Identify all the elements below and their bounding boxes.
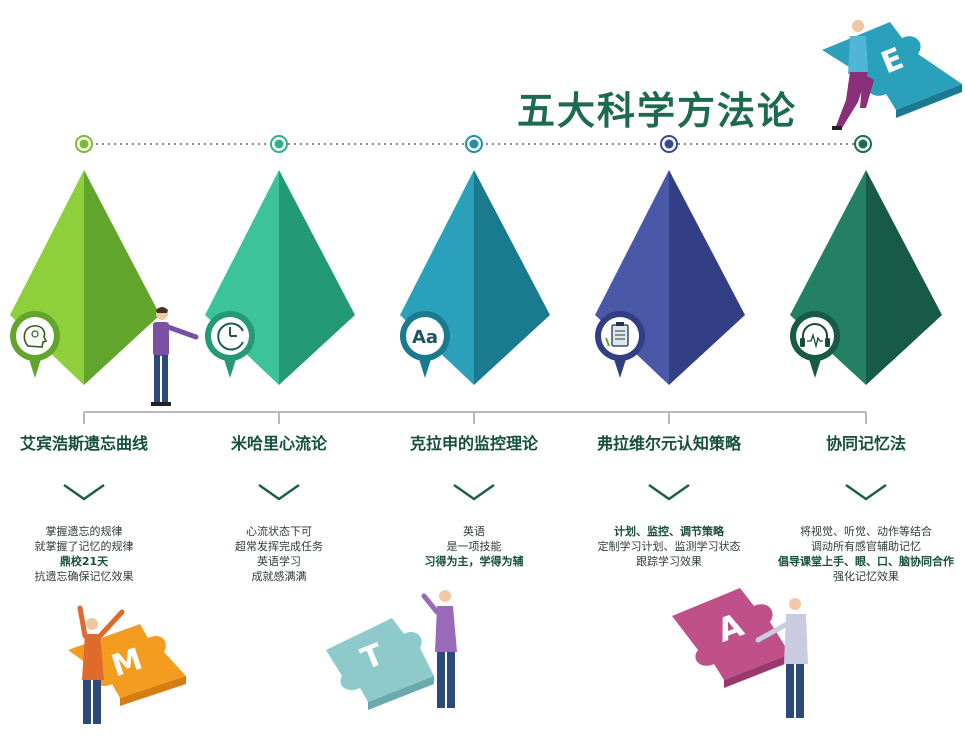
person-pointing-illustration [151,307,199,406]
brain-icon [10,311,60,378]
headphones-icon [790,311,840,378]
description-line-bold: 习得为主，学得为辅 [424,555,524,568]
description-line: 就掌握了记忆的规律 [34,540,134,553]
chevron-down-icon [648,483,690,501]
puzzle-piece-m-illustration: M [68,605,186,724]
method-description-synergy: 将视觉、听觉、动作等结合 调动所有感官辅助记忆 倡导课堂上手、眼、口、脑协同合作… [769,524,963,584]
description-line: 英语 [463,525,485,538]
aa-icon-label: Aa [412,327,438,348]
puzzle-piece-t-illustration: T [326,590,457,710]
method-description-ebbinghaus: 掌握遗忘的规律 就掌握了记忆的规律 鼎校21天 抗遗忘确保记忆效果 [0,524,181,584]
chevron-down-icon [63,483,105,501]
page-title: 五大科学方法论 [517,89,798,133]
timeline-dot-5 [854,135,872,153]
method-description-krashen: 英语 是一项技能 习得为主，学得为辅 [377,524,571,569]
method-description-flow: 心流状态下可 超常发挥完成任务 英语学习 成就感满满 [182,524,376,584]
puzzle-piece-a-illustration: A [672,588,808,718]
description-line-bold: 倡导课堂上手、眼、口、脑协同合作 [778,555,954,568]
description-line: 将视觉、听觉、动作等结合 [800,525,932,538]
description-line-bold: 计划、监控、调节策略 [614,525,724,538]
method-title-ebbinghaus: 艾宾浩斯遗忘曲线 [19,434,148,453]
text-aa-icon: Aa [400,311,450,378]
description-line: 超常发挥完成任务 [235,540,323,553]
description-line: 英语学习 [257,555,301,568]
method-title-flavell: 弗拉维尔元认知策略 [596,434,741,453]
timeline-dot-3 [465,135,483,153]
chevron-down-icon [453,483,495,501]
description-line: 成就感满满 [251,570,307,583]
clipboard-icon [595,311,645,378]
description-line: 强化记忆效果 [833,570,899,583]
description-line: 定制学习计划、监测学习状态 [597,540,741,553]
chevron-down-icon [258,483,300,501]
description-line: 跟踪学习效果 [636,555,702,568]
clock-icon [205,311,255,378]
method-description-flavell: 计划、监控、调节策略 定制学习计划、监测学习状态 跟踪学习效果 [572,524,766,569]
timeline-dot-2 [270,135,288,153]
description-line: 是一项技能 [446,540,502,553]
description-line: 抗遗忘确保记忆效果 [34,570,134,583]
timeline-dot-1 [75,135,93,153]
description-line: 调动所有感官辅助记忆 [811,540,921,553]
method-title-krashen: 克拉申的监控理论 [409,434,538,453]
timeline-dot-4 [660,135,678,153]
description-line-bold: 鼎校21天 [59,555,109,568]
method-title-flow: 米哈里心流论 [230,434,327,453]
description-line: 掌握遗忘的规律 [45,525,123,538]
puzzle-piece-e-illustration: E [822,20,962,130]
method-title-synergy: 协同记忆法 [825,434,906,453]
description-line: 心流状态下可 [246,525,312,538]
chevron-down-icon [845,483,887,501]
